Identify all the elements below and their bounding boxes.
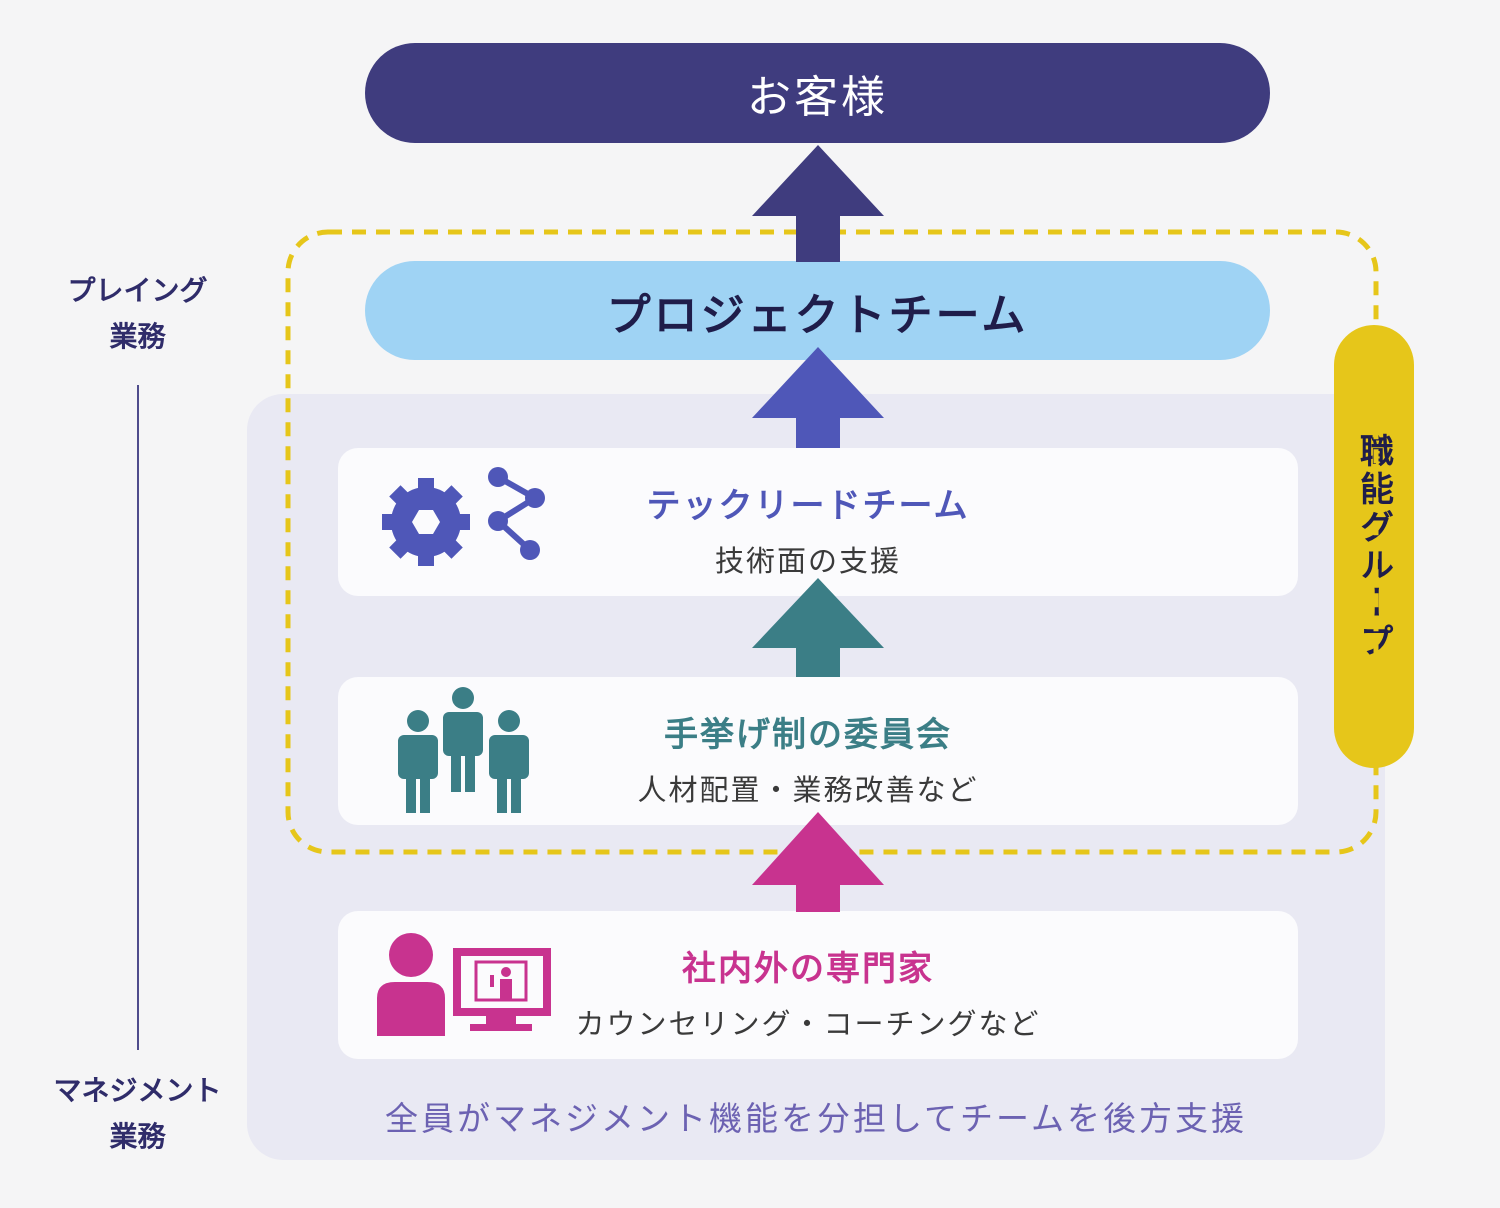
management-work-label: マネジメント 業務 [53,1074,222,1153]
experts-subtitle: カウンセリング・コーチングなど [575,1007,1041,1041]
person-icon [377,933,445,1036]
customer-pill: お客様 [365,43,1270,143]
tech-lead-subtitle: 技術面の支援 [714,544,901,578]
arrow-to-committee [752,812,884,912]
person-left [398,710,438,813]
arrow-to-tech-lead [752,578,884,677]
arrow-to-customer [752,145,884,262]
tech-lead-title: テックリードチーム [646,486,970,526]
presentation-monitor-icon [453,948,551,1031]
committee-subtitle: 人材配置・業務改善など [637,773,979,807]
experts-title: 社内外の専門家 [682,949,934,989]
customer-label: お客様 [747,72,888,123]
management-caption: 全員がマネジメント機能を分担してチームを後方支援 [384,1099,1248,1138]
side-axis-line [137,385,139,1050]
gear-icon [382,478,470,566]
project-team-label: プロジェクトチーム [606,289,1029,341]
arrow-to-project-team [752,347,884,448]
person-right [489,710,529,813]
people-group-icon [398,687,529,813]
person-middle [443,687,483,792]
playing-work-label: プレイング 業務 [67,274,208,353]
committee-title: 手挙げ制の委員会 [664,715,952,755]
share-icon [488,467,545,560]
project-team-pill: プロジェクトチーム [365,261,1270,360]
